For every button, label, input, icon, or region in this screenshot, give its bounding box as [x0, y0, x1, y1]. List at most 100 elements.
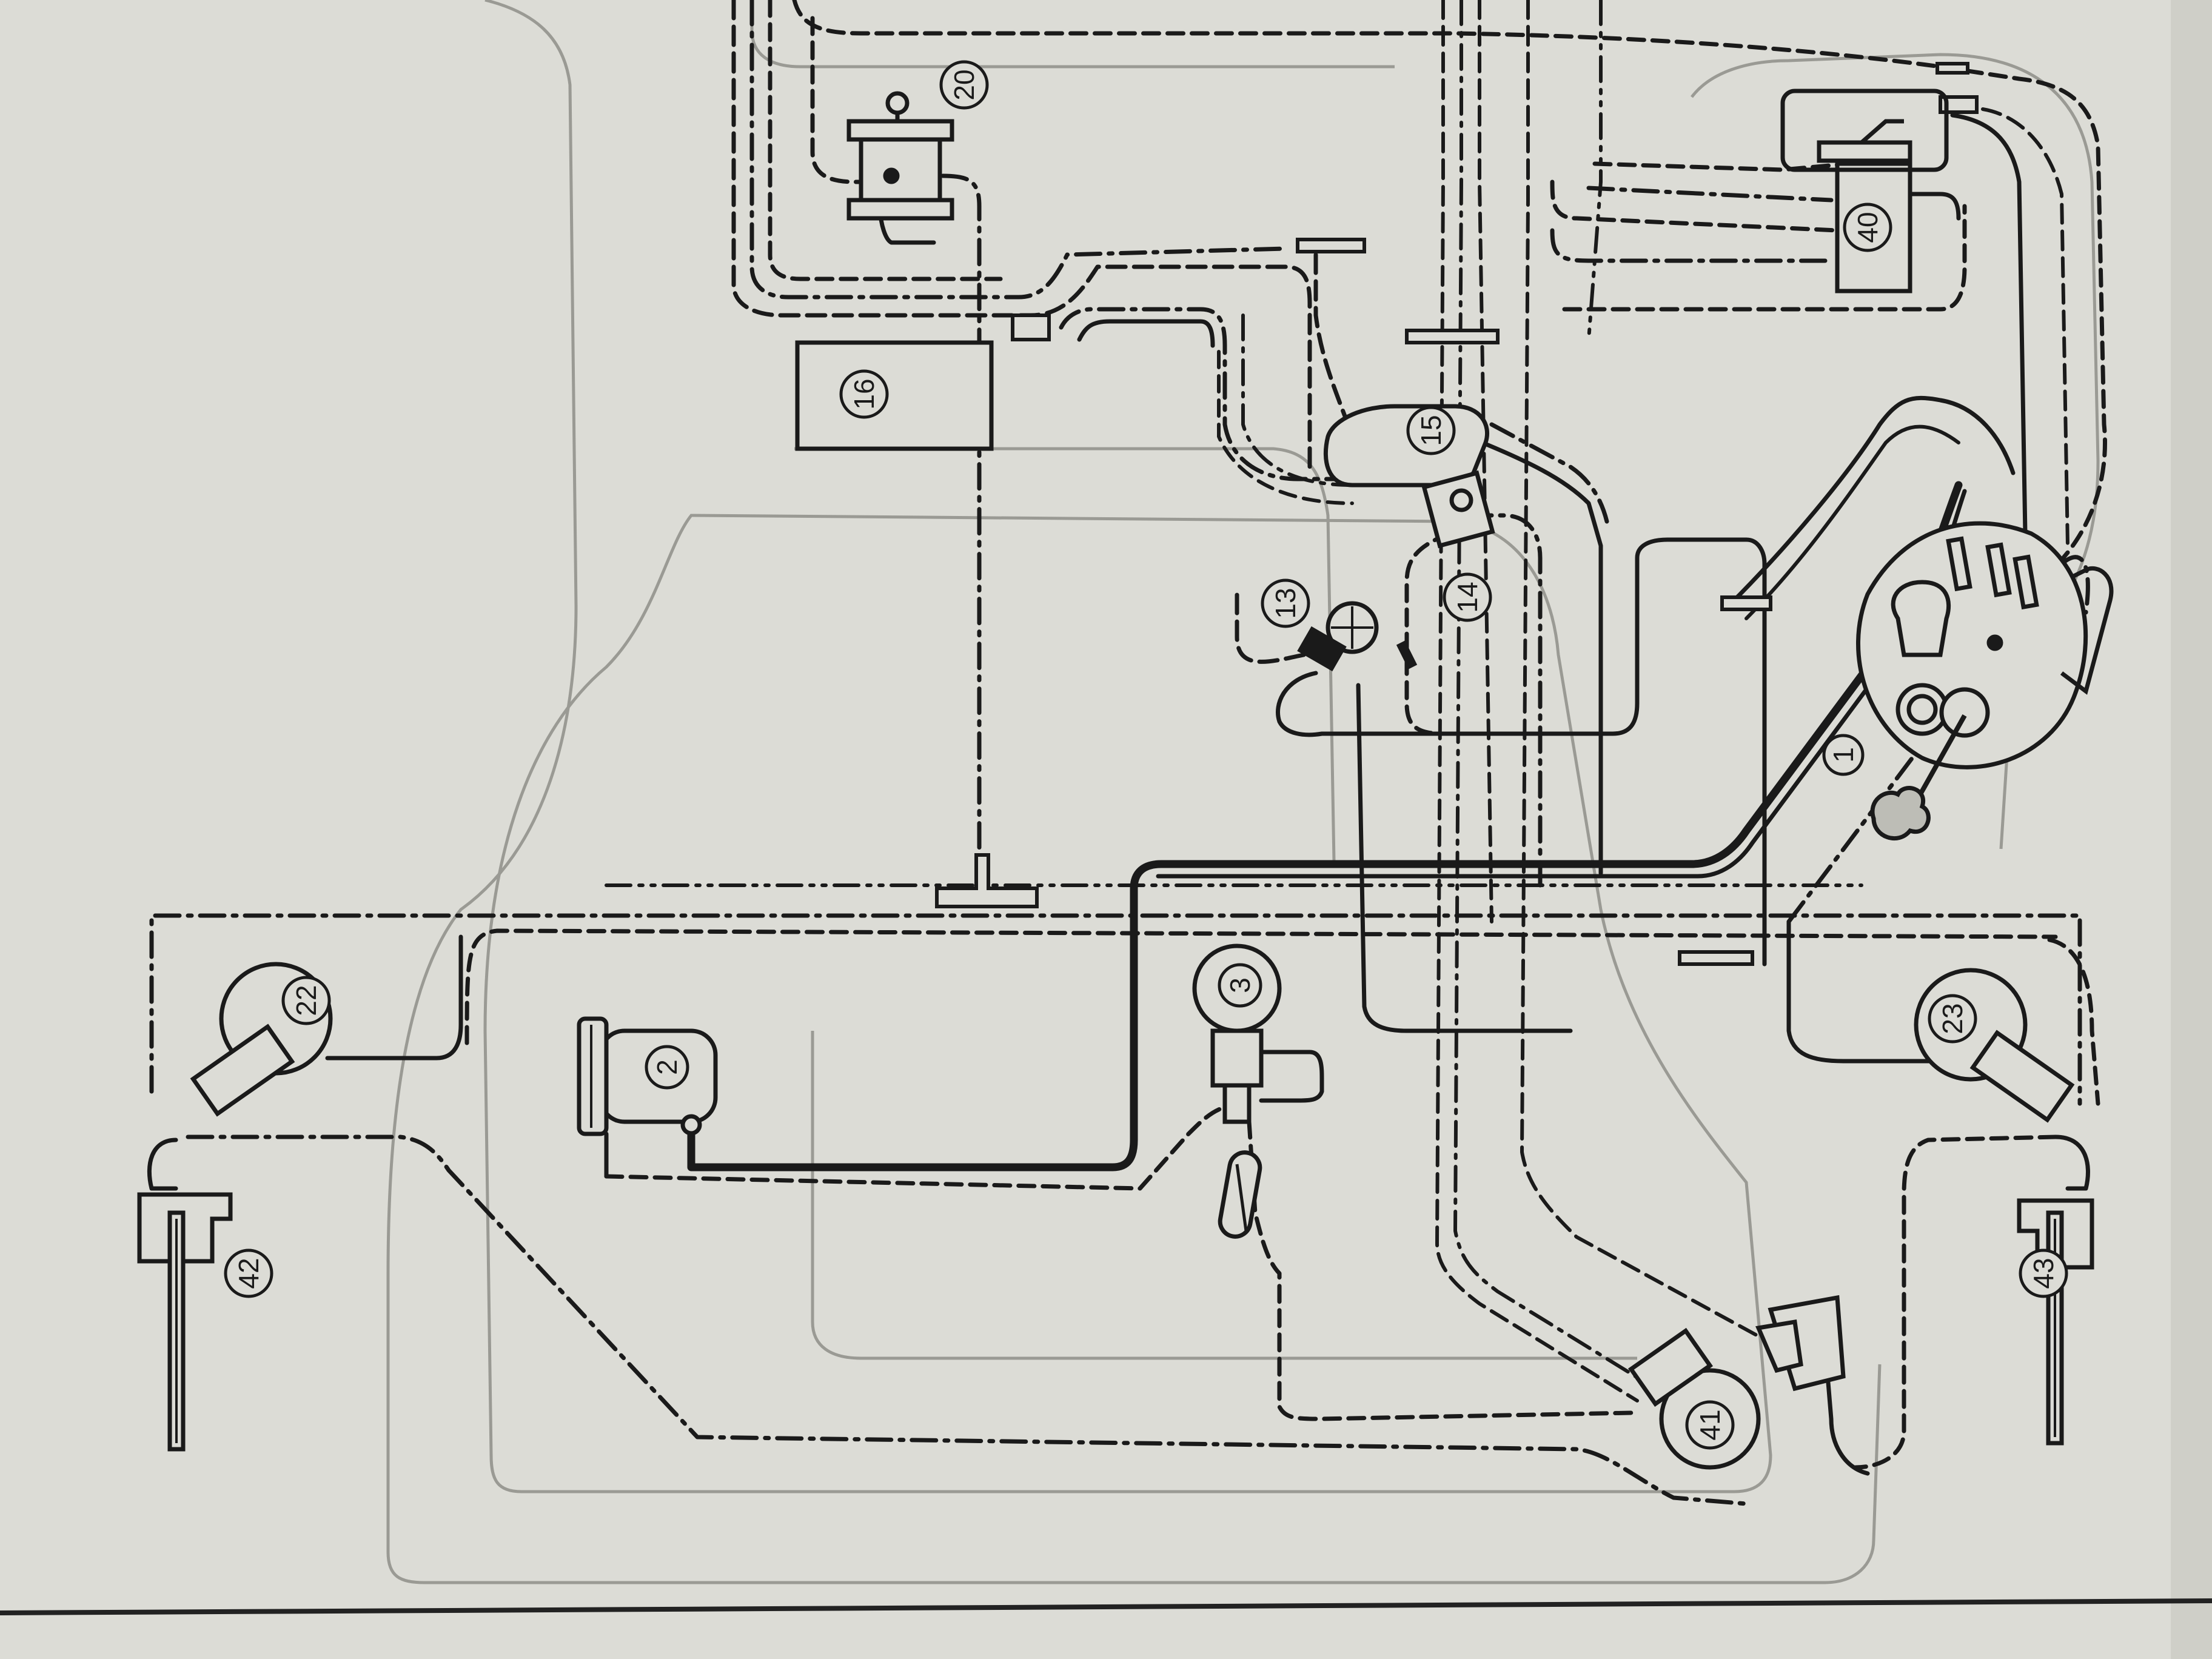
tee-fitting-top-right — [1939, 95, 1979, 114]
label-text-1: 1 — [1828, 747, 1859, 763]
label-component-20: 20 — [939, 60, 989, 110]
air-cleaner-snorkel — [1891, 580, 1951, 657]
valve-22-arm — [190, 1024, 295, 1117]
inner-outline — [794, 447, 1336, 862]
label-circle-15 — [1406, 406, 1456, 455]
hose-16-to-15-b — [1077, 319, 1215, 348]
label-text-23: 23 — [1937, 1003, 1968, 1034]
label-circle-23 — [1928, 994, 1977, 1044]
label-component-2: 2 — [645, 1045, 689, 1090]
hose-cross-bus-1 — [149, 913, 2082, 1106]
tee-fittings — [935, 62, 1979, 966]
hose-upper-left-3 — [768, 0, 1003, 281]
label-component-22: 22 — [281, 976, 331, 1025]
hose-13-loop-a — [1276, 537, 1767, 967]
hose-15-to-14-b — [1465, 513, 1543, 888]
label-circle-40 — [1843, 203, 1892, 252]
valve-23-arm — [1969, 1030, 2075, 1123]
hose-40-a — [1592, 161, 1852, 172]
label-component-42: 42 — [224, 1248, 273, 1298]
unit-15-lens — [1449, 488, 1473, 512]
component-14-hose — [1396, 640, 1418, 669]
silencer-coil-line — [1235, 1164, 1248, 1232]
hose-cross-bus-2 — [464, 928, 2058, 1045]
air-cleaner-port-b — [1939, 687, 1990, 738]
chassis-outlines — [386, 0, 2100, 1584]
hose-42-loop — [147, 1138, 178, 1191]
air-cleaner-dot — [1986, 634, 2003, 651]
label-circle-16 — [839, 369, 889, 419]
hose-13-left — [1235, 592, 1306, 664]
pump-2-pulley — [577, 1016, 609, 1136]
label-text-16: 16 — [848, 378, 880, 409]
label-text-20: 20 — [948, 69, 980, 100]
label-circle-22 — [281, 976, 331, 1025]
label-circle-41 — [1685, 1400, 1735, 1450]
hose-43-hook — [2053, 1134, 2090, 1191]
hose-2-to-1-dashdot — [1786, 555, 2090, 924]
engine-outline — [483, 514, 1772, 1493]
label-text-43: 43 — [2028, 1258, 2059, 1289]
valve-41-arm — [1627, 1327, 1714, 1407]
label-text-14: 14 — [1452, 581, 1483, 612]
body-outline-left — [386, 0, 1882, 1584]
component-13-gauge — [1297, 601, 1379, 672]
hose-20-down — [940, 173, 982, 876]
valve-41-bracket-nose — [1755, 1319, 1803, 1373]
hose-3-down — [1247, 1119, 1634, 1421]
hose-vertical-bundle-2 — [1453, 0, 1657, 1390]
hose-1-left-loop — [1726, 395, 2016, 609]
valve-20-knob — [885, 91, 910, 115]
valve-3-outlet — [1222, 1083, 1252, 1124]
hose-vertical-bundle-4 — [1587, 0, 1603, 341]
hose-3-loop — [1259, 1050, 1324, 1103]
label-component-41: 41 — [1685, 1400, 1735, 1450]
valve-20-body — [859, 128, 942, 212]
hose-40-f — [1895, 192, 1961, 221]
hose-40-to-1-b — [1981, 107, 2070, 548]
tee-fitting-upper — [1011, 313, 1051, 341]
label-circle-1 — [1822, 734, 1865, 776]
label-circle-3 — [1218, 963, 1262, 1008]
component-labels: 1 2 3 13 14 15 16 20 — [224, 60, 2068, 1450]
label-text-42: 42 — [233, 1258, 264, 1289]
hose-right-lower — [1786, 919, 1943, 1064]
tee-fitting-right — [1720, 595, 1772, 611]
air-cleaner-port-a-inner — [1906, 694, 1938, 725]
valve-20-cap — [846, 119, 954, 142]
hose-upper-left-2 — [749, 0, 1288, 300]
hose-40-to-1 — [1950, 113, 2028, 536]
label-circle-42 — [224, 1248, 273, 1298]
component-1-air-cleaner — [1855, 521, 2114, 841]
air-cleaner-lip — [2060, 566, 2114, 695]
label-text-22: 22 — [290, 985, 322, 1016]
hose-vertical-bundle-3 — [1520, 0, 1778, 1348]
hose-15-to-14 — [1404, 531, 1452, 736]
label-component-43: 43 — [2019, 1248, 2068, 1298]
label-text-13: 13 — [1270, 588, 1301, 618]
tee-fitting-upper-2 — [1296, 238, 1366, 253]
label-text-3: 3 — [1224, 977, 1256, 993]
air-cleaner-stud-2 — [1985, 542, 2012, 598]
hose-40-b — [1586, 186, 1834, 203]
tee-fitting-top-right-2 — [1936, 62, 1969, 75]
label-text-40: 40 — [1852, 212, 1883, 243]
bottom-inner-outline — [811, 1031, 1637, 1360]
valve-20-port — [883, 167, 900, 184]
hose-vertical-bundle-1 — [1435, 0, 1639, 1403]
label-text-2: 2 — [651, 1059, 683, 1075]
label-component-40: 40 — [1843, 203, 1892, 252]
pump-2-outlet — [680, 1114, 702, 1136]
hose-to-20 — [810, 16, 876, 184]
label-component-16: 16 — [839, 369, 889, 419]
hose-16-to-15-d — [1241, 313, 1354, 487]
air-cleaner-port-a — [1895, 683, 1949, 736]
label-text-41: 41 — [1694, 1409, 1726, 1440]
label-circle-43 — [2019, 1248, 2068, 1298]
hose-vertical-bundle-5 — [1478, 0, 1493, 923]
tee-fitting-center — [1405, 329, 1500, 344]
paper-edge-shadow — [2171, 0, 2212, 1659]
hose-22-out — [325, 934, 463, 1061]
page-bottom-rule — [0, 1598, 2212, 1615]
